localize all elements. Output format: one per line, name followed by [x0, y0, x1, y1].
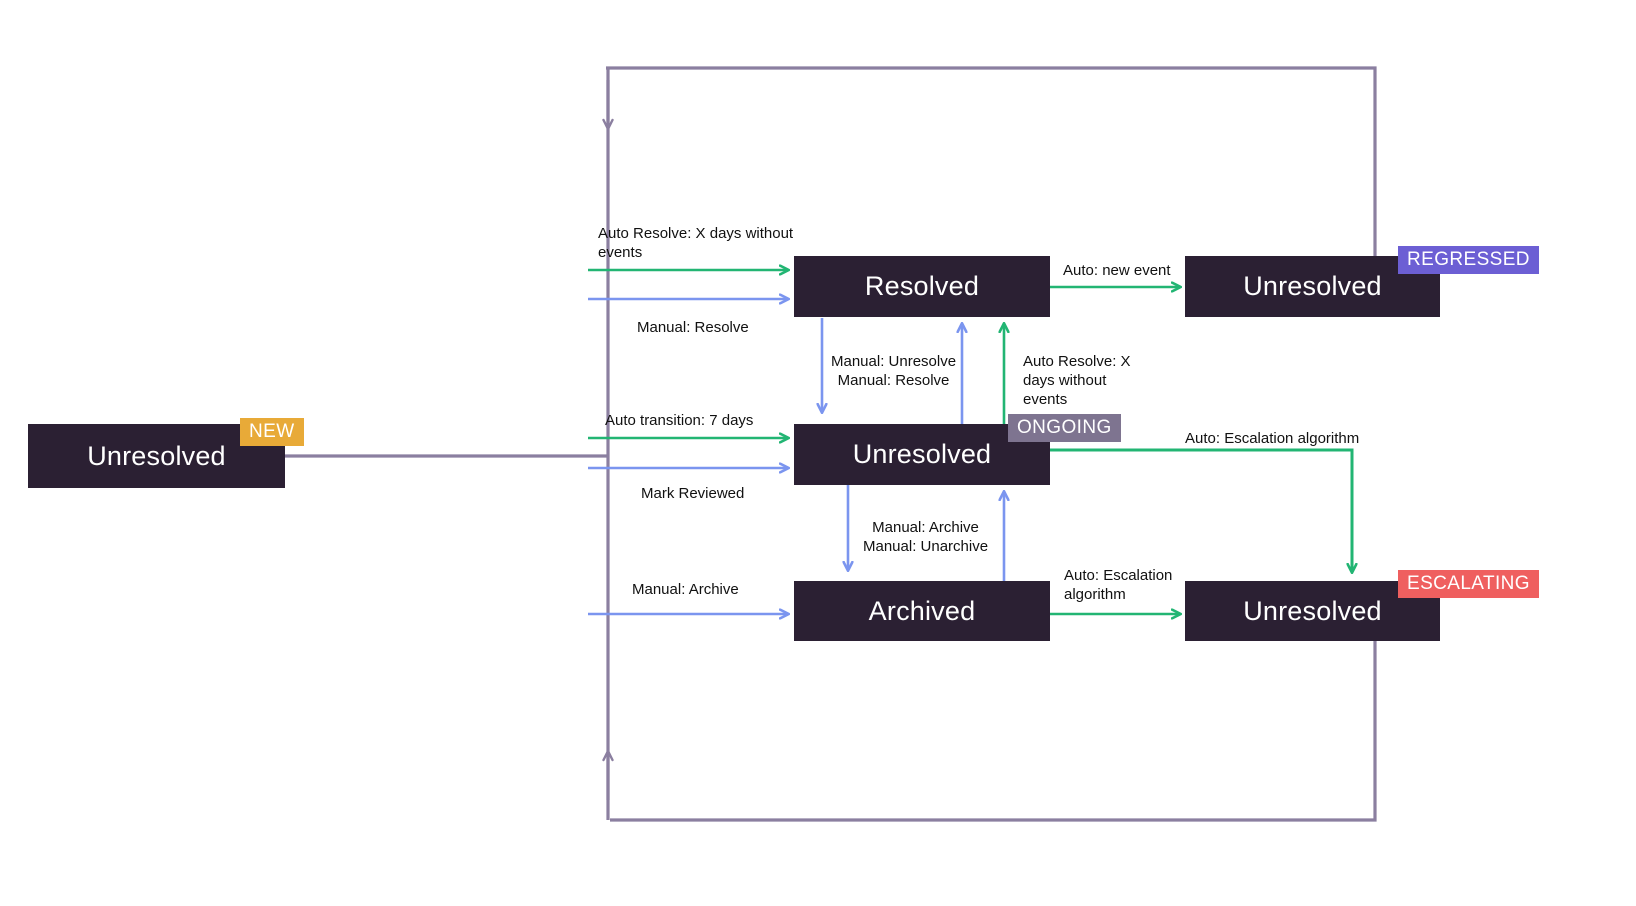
- edge-label-auto-transition-7-days: Auto transition: 7 days: [605, 412, 754, 429]
- node-label: Unresolved: [87, 440, 226, 471]
- node-label: Unresolved: [1243, 271, 1382, 301]
- status-badge-label: ESCALATING: [1407, 573, 1530, 594]
- status-badge-label: ONGOING: [1017, 417, 1112, 438]
- status-badge-regressed: REGRESSED: [1398, 246, 1539, 274]
- status-badge-escalating: ESCALATING: [1398, 570, 1539, 598]
- edge-auto-escalation-top: [1050, 448, 1352, 572]
- node-label: Archived: [868, 595, 976, 626]
- edge-label-auto-escalation-algorithm-top: Auto: Escalation algorithm: [1185, 430, 1360, 447]
- edge-frame-top: [606, 66, 1377, 256]
- edge-label-auto-resolve-x-days-mid: Auto Resolve: X days without events: [1023, 353, 1131, 408]
- node-label: Resolved: [864, 271, 980, 301]
- edge-frame-bottom: [610, 641, 1377, 822]
- edge-label-manual-archive: Manual: Archive: [632, 581, 739, 598]
- edge-label-auto-new-event: Auto: new event: [1063, 262, 1171, 279]
- edge-label-auto-resolve-x-days-top: Auto Resolve: X days without events: [598, 225, 794, 261]
- status-badge-new: NEW: [240, 418, 304, 446]
- status-badge-label: REGRESSED: [1407, 249, 1530, 270]
- node-escalating-unresolved[interactable]: Unresolved: [1185, 581, 1440, 641]
- node-resolved[interactable]: Resolved: [794, 256, 1050, 317]
- node-archived[interactable]: Archived: [794, 581, 1050, 641]
- status-badge-label: NEW: [249, 421, 295, 442]
- edge-label-auto-escalation-algorithm-bottom: Auto: Escalation algorithm: [1064, 567, 1173, 603]
- status-badge-ongoing: ONGOING: [1008, 414, 1121, 442]
- edge-label-manual-archive-unarchive: Manual: Archive Manual: Unarchive: [863, 519, 989, 555]
- node-ongoing-unresolved[interactable]: Unresolved: [794, 424, 1050, 485]
- edge-label-manual-unresolve-resolve: Manual: Unresolve Manual: Resolve: [831, 353, 957, 389]
- edge-label-mark-reviewed: Mark Reviewed: [641, 485, 745, 502]
- node-label: Unresolved: [852, 439, 992, 469]
- edge-label-manual-resolve-top: Manual: Resolve: [637, 319, 749, 336]
- node-label: Unresolved: [1243, 595, 1382, 626]
- node-regressed-unresolved[interactable]: Unresolved: [1185, 256, 1440, 317]
